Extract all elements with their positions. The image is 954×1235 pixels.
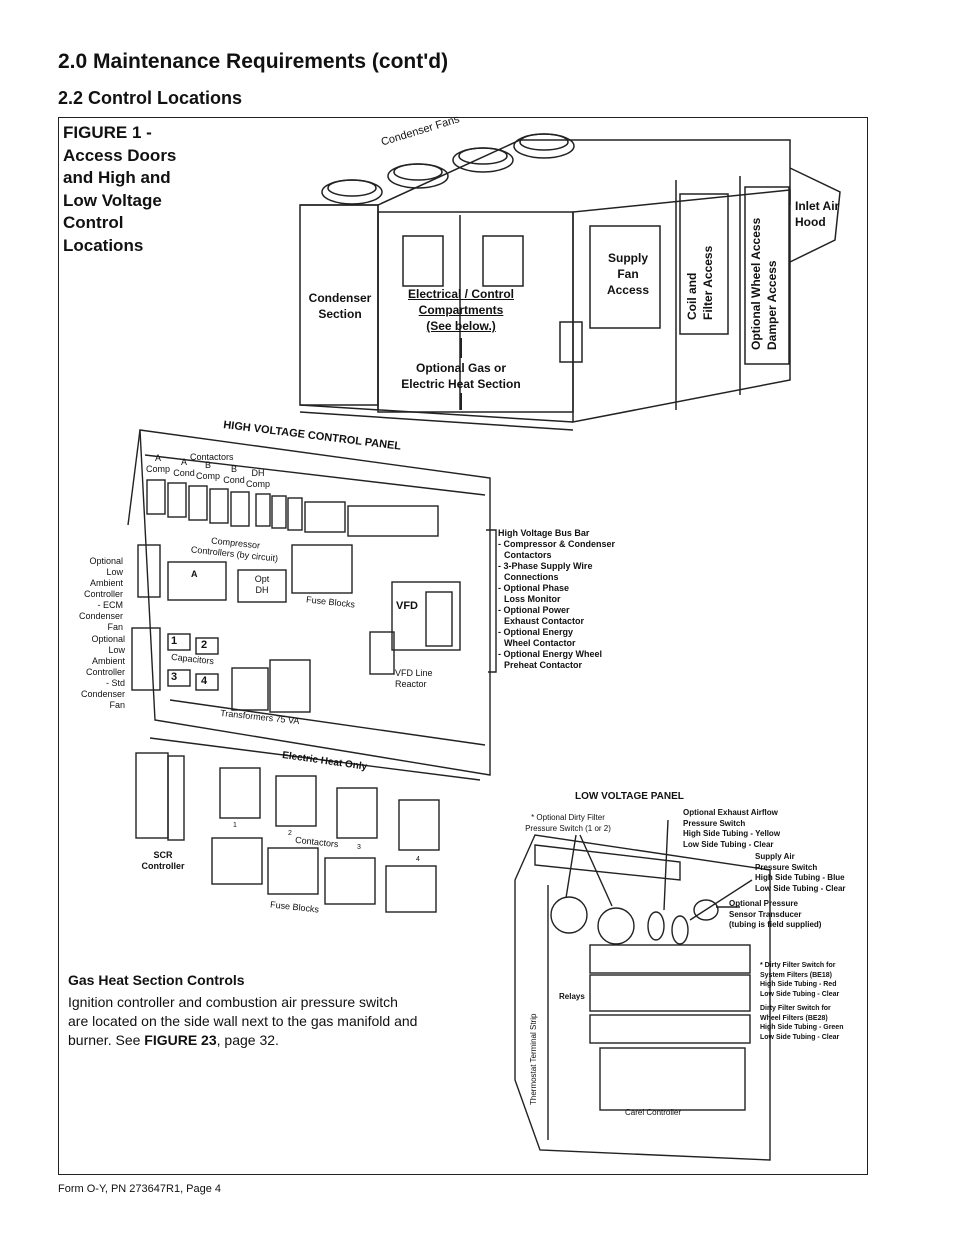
- cap-3-label: 3: [171, 671, 178, 683]
- ecm-controller-label: Optional Low Ambient Controller - ECM Co…: [78, 556, 123, 632]
- figure-title: FIGURE 1 - Access Doors and High and Low…: [63, 123, 177, 255]
- carel-controller-label: Carel Controller: [625, 1108, 682, 1117]
- contactors-label: Contactors: [190, 452, 234, 462]
- dirty-filter-switch-label: * Optional Dirty Filter Pressure Switch …: [525, 813, 611, 833]
- dirty-filter-wheel-note: Dirty Filter Switch for Wheel Filters (B…: [760, 1005, 844, 1041]
- wheel-damper-access-label: Optional Wheel Access Damper Access: [749, 217, 779, 350]
- relays-label: Relays: [559, 992, 585, 1001]
- low-voltage-panel-title: LOW VOLTAGE PANEL: [575, 791, 684, 802]
- pressure-sensor-label: Optional Pressure Sensor Transducer (tub…: [729, 899, 822, 929]
- std-controller-label: Optional Low Ambient Controller - Std Co…: [80, 634, 125, 710]
- section-title: 2.2 Control Locations: [58, 88, 243, 108]
- figure-frame: [58, 117, 868, 1175]
- heat-contactor-4-num: 4: [416, 856, 420, 863]
- cap-2-label: 2: [201, 639, 208, 651]
- gas-heat-body: Ignition controller and combustion air p…: [68, 994, 418, 1048]
- exhaust-airflow-switch-label: Optional Exhaust Airflow Pressure Switch…: [683, 808, 781, 849]
- supply-air-switch-label: Supply Air Pressure Switch High Side Tub…: [755, 852, 846, 893]
- page-title: 2.0 Maintenance Requirements (cont'd): [58, 50, 449, 73]
- thermostat-terminal-strip-label: Thermostat Terminal Strip: [529, 1013, 538, 1105]
- heat-contactor-1-num: 1: [233, 822, 237, 829]
- supply-fan-access-label: Supply Fan Access: [606, 251, 650, 297]
- cap-1-label: 1: [171, 635, 178, 647]
- heat-contactor-3-num: 3: [357, 844, 361, 851]
- electrical-compartments-label: Electrical / Control Compartments (See b…: [407, 287, 515, 333]
- heat-contactor-2-num: 2: [288, 830, 292, 837]
- gas-electric-heat-label: Optional Gas or Electric Heat Section: [401, 361, 521, 391]
- bus-bar-list: High Voltage Bus Bar - Compressor & Cond…: [498, 528, 616, 670]
- dirty-filter-system-note: * Dirty Filter Switch for System Filters…: [760, 962, 840, 998]
- scr-controller-label: SCR Controller: [141, 850, 185, 871]
- gas-heat-title: Gas Heat Section Controls: [68, 972, 245, 988]
- condenser-section-label: Condenser Section: [308, 291, 372, 321]
- cap-4-label: 4: [201, 675, 208, 687]
- figure-23-reference[interactable]: FIGURE 23: [144, 1032, 217, 1048]
- coil-filter-access-label: Coil and Filter Access: [685, 245, 715, 320]
- inlet-air-hood-label: Inlet Air Hood: [795, 199, 840, 229]
- controller-a-label: A: [191, 569, 198, 579]
- vfd-label: VFD: [396, 600, 418, 612]
- page-footer: Form O-Y, PN 273647R1, Page 4: [58, 1183, 222, 1195]
- vfd-line-reactor-label: VFD Line Reactor: [395, 668, 433, 689]
